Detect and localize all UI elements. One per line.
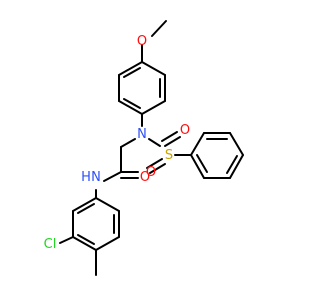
bond-n-ch2 <box>120 138 136 148</box>
atom-o-sulfonyl-lower: O <box>146 165 156 180</box>
bond-s-o-upper-1 <box>161 131 178 142</box>
bond-s-o-lower-1 <box>146 158 163 169</box>
atom-n-amide: N <box>91 170 101 185</box>
chloromethylphenyl-ring <box>72 197 120 251</box>
bond-s-o-upper-2 <box>164 136 181 147</box>
atom-h-amide: H <box>81 170 91 185</box>
bond-methyl-o <box>151 20 167 37</box>
atom-o-carbonyl: O <box>140 170 150 185</box>
atom-o-sulfonyl-upper: O <box>180 123 190 138</box>
methoxyphenyl-ring <box>118 61 166 115</box>
molecule-structure: O N S O O O H N Cl <box>44 20 244 276</box>
atom-cl: Cl <box>44 237 57 252</box>
phenyl-ring <box>190 132 244 179</box>
atom-o-methoxy: O <box>137 34 147 49</box>
bond-n-s <box>148 138 161 147</box>
bond-ring-cl <box>59 236 74 244</box>
bond-s-o-lower-2 <box>149 163 166 174</box>
atom-n-sulfonamide: N <box>137 127 147 142</box>
bond-c-nh <box>103 171 122 182</box>
atom-s-sulfonyl: S <box>165 148 173 163</box>
molecule-diagram: O N S O O O H N Cl <box>44 20 244 276</box>
